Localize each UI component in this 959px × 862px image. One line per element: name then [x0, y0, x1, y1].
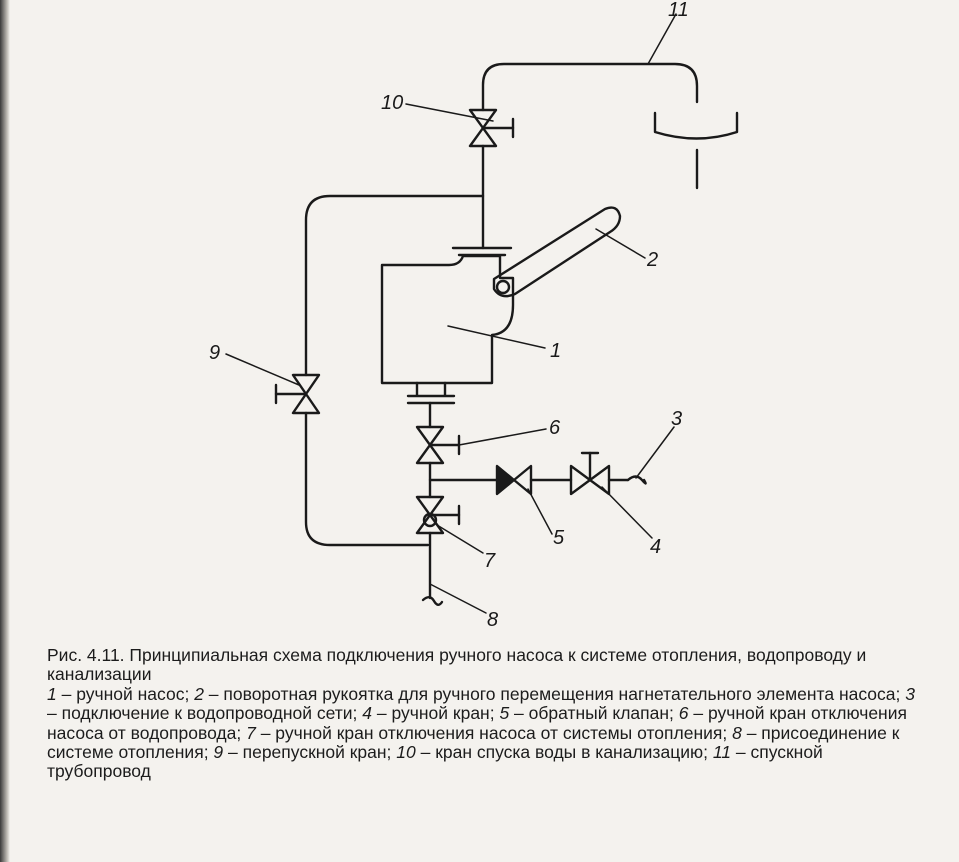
check-valve-5 [495, 464, 533, 496]
pump-bottom-flange [406, 381, 456, 405]
legend-text: – ручной кран отключения насоса от водоп… [47, 703, 907, 743]
pump-body [380, 254, 515, 385]
callout-8: 8 [487, 609, 499, 631]
drain-pipeline [481, 62, 699, 112]
valve-4 [569, 451, 611, 496]
legend-text: – перепускной кран; [223, 742, 397, 763]
legend-num: 8 [732, 722, 742, 743]
page-binding-edge [0, 0, 10, 862]
callout-11: 11 [668, 0, 689, 21]
callout-3: 3 [671, 408, 683, 430]
legend-num: 9 [213, 742, 224, 763]
sewer-funnel [653, 111, 739, 190]
legend-text: – ручной кран отключения насоса от систе… [255, 722, 733, 743]
caption-legend: 1 – ручной насос; 2 – поворотная рукоятк… [47, 683, 927, 782]
legend-num: 6 [678, 703, 689, 724]
callout-2: 2 [647, 249, 659, 271]
pump-top-flange [451, 246, 513, 257]
leader-lines [225, 13, 677, 614]
valve-10 [468, 108, 515, 148]
callout-1: 1 [550, 340, 562, 362]
bypass-pipe [304, 194, 485, 547]
legend-text: – ручной насос; [56, 683, 195, 704]
legend-num: 7 [246, 722, 256, 743]
legend-num: 2 [194, 683, 204, 704]
valve-6 [415, 425, 461, 465]
legend-text: – поворотная рукоятка для ручного переме… [203, 683, 906, 704]
legend-text: – присоединение к системе отопления; [47, 722, 900, 763]
legend-text: – обратный клапан; [509, 703, 679, 724]
figure-caption: Рис. 4.11. Принципиальная схема подключе… [47, 645, 927, 782]
callout-10: 10 [381, 92, 404, 114]
legend-num: 11 [712, 742, 732, 763]
legend-num: 10 [396, 742, 416, 763]
legend-text: – ручной кран; [372, 703, 500, 724]
legend-num: 5 [499, 703, 510, 724]
callout-6: 6 [549, 417, 561, 439]
legend-num: 4 [362, 703, 373, 724]
callout-5: 5 [553, 527, 565, 549]
callout-7: 7 [484, 550, 496, 572]
caption-title: Рис. 4.11. Принципиальная схема подключе… [47, 645, 867, 685]
valve-9 [274, 373, 321, 415]
legend-text: – подключение к водопроводной сети; [47, 703, 363, 724]
legend-num: 3 [905, 683, 915, 704]
callout-4: 4 [650, 536, 662, 558]
pump-connection-schematic [225, 13, 739, 614]
callout-9: 9 [209, 342, 221, 364]
pump-handle [492, 206, 622, 298]
legend-text: – кран спуска воды в канализацию; [415, 742, 713, 763]
legend-num: 1 [47, 683, 57, 704]
legend-text: – спускной трубопровод [47, 742, 823, 782]
valve-7 [415, 495, 461, 535]
